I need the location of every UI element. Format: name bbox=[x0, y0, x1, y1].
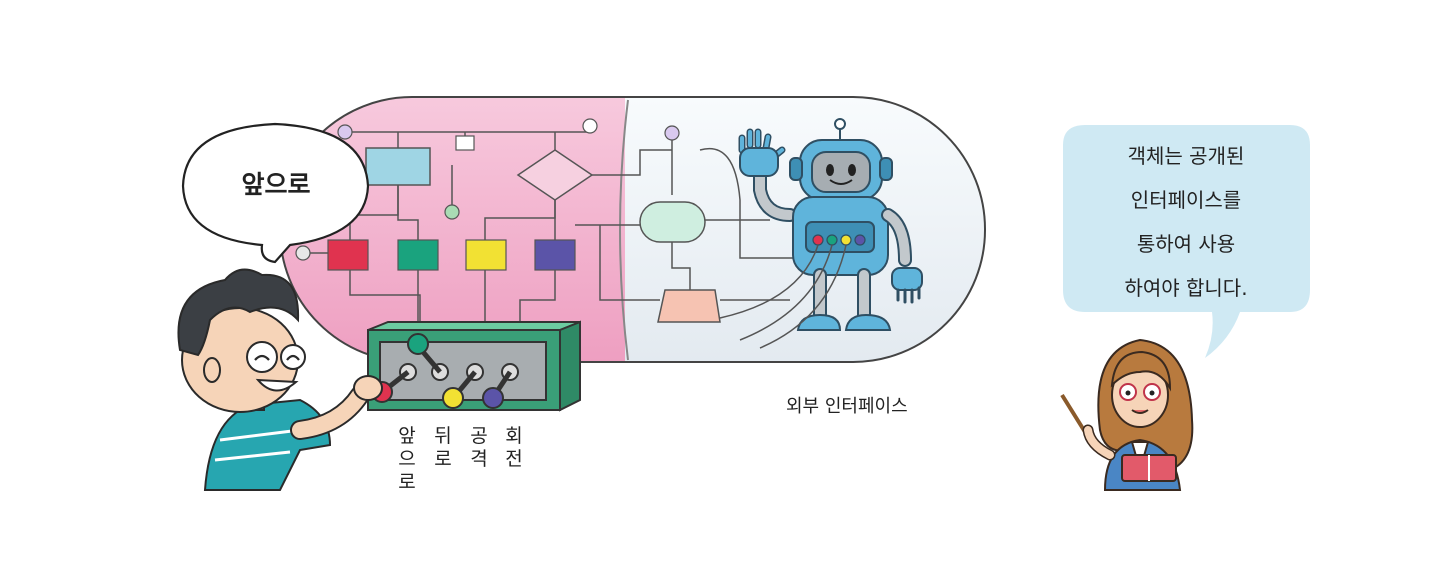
lever-label-forward-1: 앞 bbox=[398, 425, 415, 447]
robot-face bbox=[811, 151, 871, 193]
circuit-blocks bbox=[295, 118, 721, 323]
speech-right-line-4: 하여야 합니다. bbox=[1124, 276, 1247, 300]
block-green bbox=[397, 239, 439, 271]
interface-caption: 외부 인터페이스 bbox=[786, 396, 908, 417]
speech-bubble-right: 객체는 공개된 인터페이스를 통하여 사용 하여야 합니다. bbox=[1063, 125, 1310, 358]
block-light-blue bbox=[365, 147, 431, 186]
lever-knob-purple bbox=[482, 387, 504, 409]
lever-label-attack-1: 공 bbox=[470, 425, 487, 447]
speech-right-line-2: 인터페이스를 bbox=[1131, 188, 1241, 212]
boy-character bbox=[177, 268, 383, 491]
speech-right-line-1: 객체는 공개된 bbox=[1128, 144, 1245, 168]
lever-labels: 앞 으 로 뒤 로 공 격 회 전 bbox=[398, 425, 522, 493]
block-purple bbox=[534, 239, 576, 271]
lever-label-forward-2: 으 bbox=[398, 448, 415, 470]
lever-label-rotate-1: 회 bbox=[505, 425, 522, 447]
block-mint-oval bbox=[639, 201, 706, 243]
block-diamond bbox=[516, 149, 594, 201]
speech-left-text: 앞으로 bbox=[241, 170, 310, 199]
speech-right-line-3: 통하여 사용 bbox=[1137, 232, 1235, 256]
lever-label-rotate-2: 전 bbox=[505, 448, 522, 470]
lever-label-back-1: 뒤 bbox=[434, 425, 451, 447]
block-yellow bbox=[465, 239, 507, 271]
block-small-white bbox=[455, 135, 475, 151]
lever-label-attack-2: 격 bbox=[470, 448, 487, 470]
capsule-seam bbox=[619, 99, 629, 361]
teacher-character bbox=[1060, 338, 1194, 491]
robot-illustration bbox=[719, 118, 923, 349]
lever-label-forward-3: 로 bbox=[398, 471, 415, 493]
block-red bbox=[327, 239, 369, 271]
speech-bubble-left: 앞으로 bbox=[181, 122, 370, 264]
lever-knob-yellow bbox=[442, 387, 464, 409]
circuit-diagram bbox=[310, 131, 800, 330]
block-trapezoid bbox=[657, 289, 721, 323]
lever-knob-green bbox=[407, 333, 429, 355]
lever-label-back-2: 로 bbox=[434, 448, 451, 470]
